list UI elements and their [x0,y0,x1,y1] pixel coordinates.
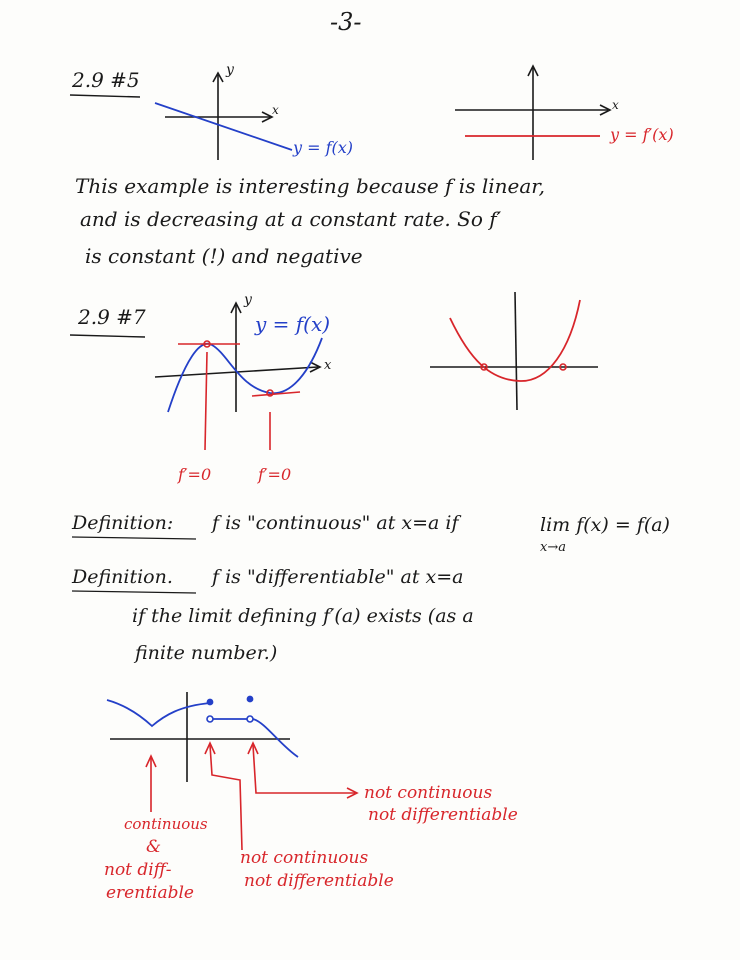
ex3-label-a-1: continuous [124,815,208,833]
ex3-label-a-4: erentiable [106,883,194,903]
def1-lim-sub: x→a [540,540,566,555]
ex3-label-c-2: not differentiable [368,805,518,825]
def1-lim: lim f(x) = f(a) [540,514,670,536]
ex2-graph-f [154,301,323,451]
ex1-heading-underline [69,94,141,98]
ex3-label-a-3: not diff- [104,860,172,880]
ex1-heading: 2.9 #5 [72,68,140,92]
ex3-label-b-2: not differentiable [244,871,394,891]
ex2-heading: 2.9 #7 [78,305,146,329]
ex3-label-b-1: not continuous [240,848,369,868]
ex2-axis-y: y [244,292,252,308]
ex2-f-label: y = f(x) [255,312,331,336]
page-number: -3- [330,8,362,36]
ex2-fprime-zero-1: f′=0 [178,465,212,484]
ex3-label-a-2: & [146,837,162,857]
ex1-f-label: y = f(x) [293,138,354,157]
ex1-graph-f [154,71,293,160]
def2-line2: if the limit defining f′(a) exists (as a [132,605,474,627]
ex2-heading-underline [69,334,146,338]
ex2-graph-fprime [430,291,598,411]
def1-text: f is "continuous" at x=a if [212,512,459,534]
ex1-graph-fprime [455,64,612,160]
ex1-fprime-label: y = f′(x) [610,125,674,144]
ex3-graph [106,692,359,851]
def2-line3: finite number.) [135,642,278,664]
ex1-text-line1: This example is interesting because f is… [75,174,545,198]
def1-word: Definition: [72,512,174,534]
def1-underline [71,536,197,540]
ex2-axis-x: x [324,358,332,373]
def2-text: f is "differentiable" at x=a [212,566,464,588]
ex1-axis-x: x [272,103,279,117]
ex1-axis-y: y [226,62,234,78]
ex3-label-c-1: not continuous [364,783,493,803]
def2-underline [71,590,197,594]
ex1-text-line3: is constant (!) and negative [85,244,363,268]
def2-word: Definition. [72,566,173,588]
ex1-text-line2: and is decreasing at a constant rate. So… [80,207,502,231]
ex1-fprime-axis-x: x [612,98,619,112]
ex2-fprime-zero-2: f′=0 [258,465,292,484]
